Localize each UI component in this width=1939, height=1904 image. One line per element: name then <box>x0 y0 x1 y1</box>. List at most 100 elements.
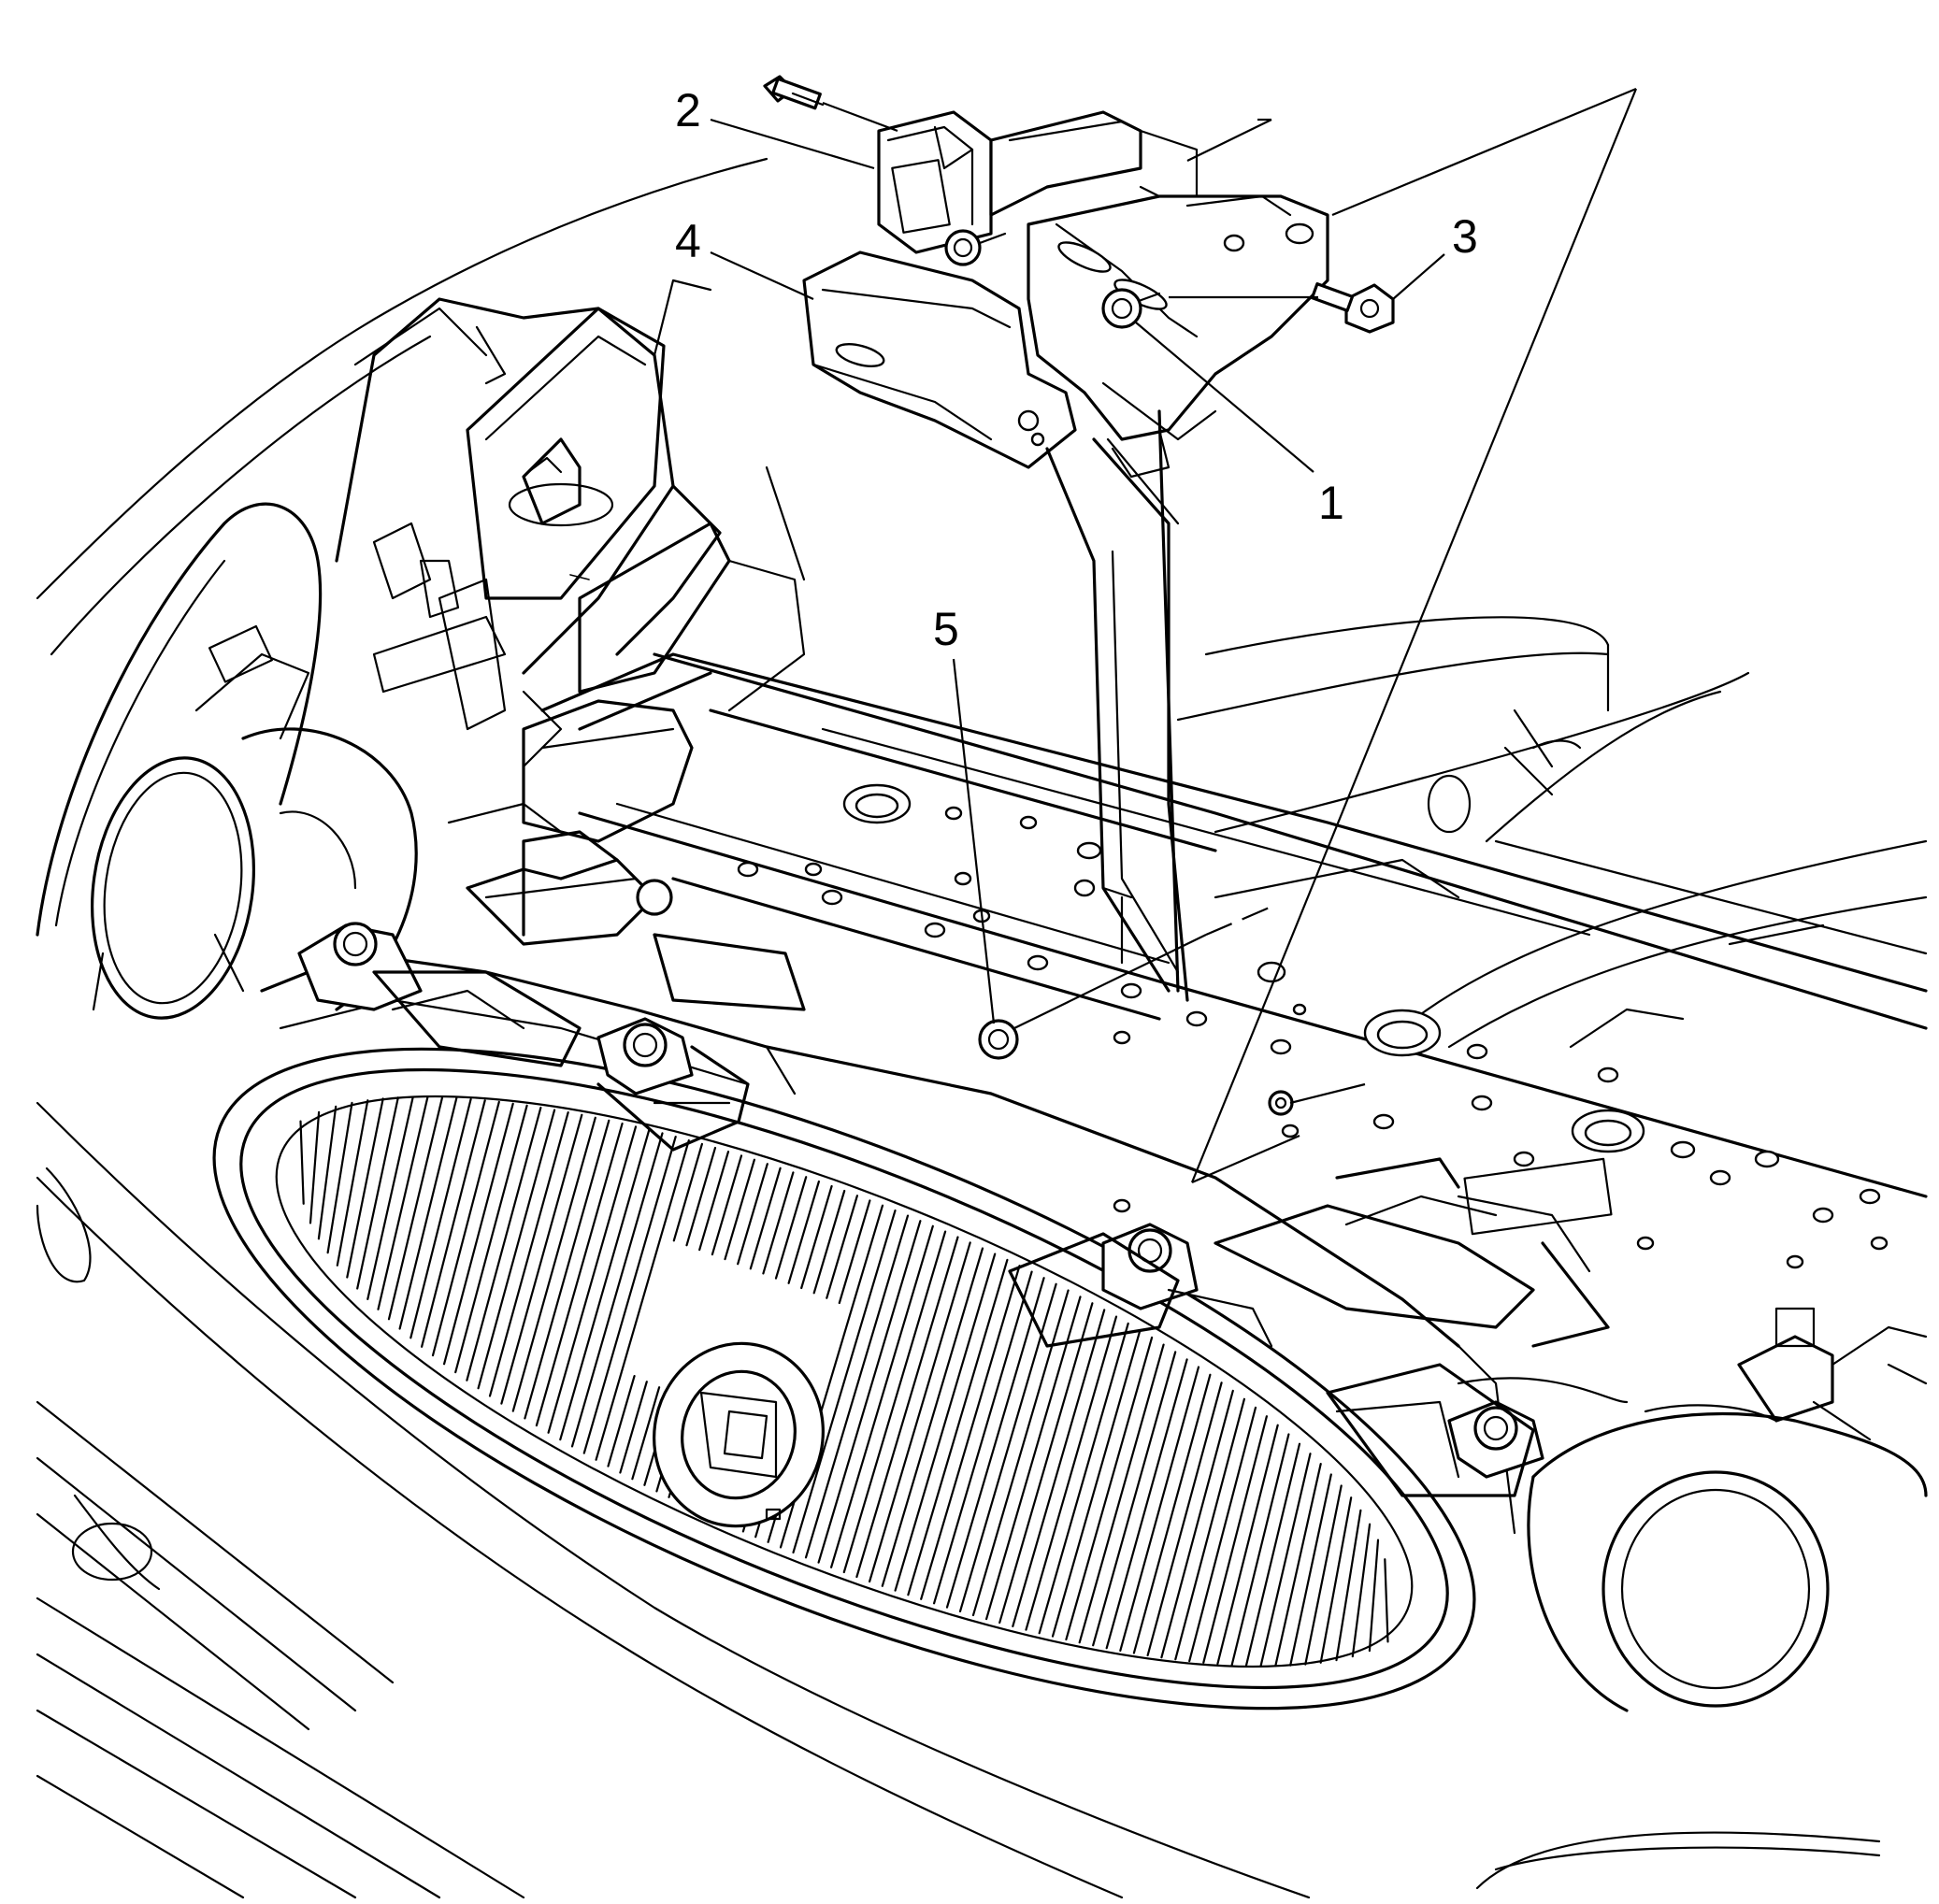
grille-vane <box>1146 1381 1223 1657</box>
grille-vane <box>559 1128 651 1441</box>
grille-vane <box>1174 1397 1245 1661</box>
nut-on-bracket <box>944 229 1007 266</box>
grille-vane <box>299 1120 305 1205</box>
bolt-2 <box>763 75 825 110</box>
grille-vane <box>1132 1373 1212 1654</box>
grille-vane <box>488 1111 569 1397</box>
left-upper-structure <box>335 279 806 768</box>
grille-vane <box>830 1224 934 1568</box>
guide-lines <box>822 101 1366 1105</box>
grille-vane <box>1105 1358 1188 1650</box>
grille-vane <box>792 1210 897 1553</box>
grille-vane <box>842 1230 947 1574</box>
grille-vane <box>326 1101 353 1254</box>
grille-vane <box>409 1097 472 1339</box>
callout-4: 4 <box>675 215 701 267</box>
grille-vane <box>454 1104 528 1374</box>
grille-vane <box>619 1146 717 1474</box>
grille-vane <box>1368 1539 1380 1653</box>
grille-vane <box>387 1096 444 1321</box>
radiator-support-tie-bar <box>540 651 1928 1348</box>
grille-vane <box>336 1099 369 1267</box>
bolt-3 <box>1310 282 1395 334</box>
nut-5 <box>978 1019 1019 1060</box>
callout-2: 2 <box>675 84 701 136</box>
grille-vane <box>1051 1329 1142 1638</box>
grille-vane <box>356 1096 399 1290</box>
grille-vane <box>582 1136 677 1454</box>
body-contours <box>36 157 1928 1899</box>
grille-vane <box>466 1106 542 1381</box>
grille-vane <box>1319 1496 1353 1664</box>
grille-vane <box>547 1125 638 1434</box>
grille-vane <box>958 1282 1057 1612</box>
grille-vane <box>1119 1366 1200 1652</box>
grille-vane <box>431 1100 500 1357</box>
grille-vane <box>998 1302 1094 1625</box>
grille-vane <box>894 1253 997 1592</box>
grille-vane <box>309 1110 321 1224</box>
grille-vane <box>945 1277 1045 1609</box>
grille-vane <box>511 1116 596 1412</box>
grille-vane <box>631 1151 730 1481</box>
grille-vane <box>1304 1484 1343 1666</box>
grille-vane <box>1351 1523 1372 1658</box>
grille-vane <box>881 1247 984 1587</box>
grille-vane <box>1160 1389 1234 1659</box>
grille-vane <box>570 1132 664 1448</box>
grille-vane <box>595 1138 690 1461</box>
grille-vane <box>933 1270 1033 1605</box>
right-headlamp <box>1527 1307 1928 1712</box>
grille-vane <box>1335 1509 1362 1662</box>
grille-vane <box>1216 1424 1279 1666</box>
nut-1 <box>1101 288 1161 329</box>
grille-vane <box>1188 1406 1257 1663</box>
callout-leaders <box>710 87 1638 1184</box>
grille-vane <box>500 1113 583 1405</box>
grille-vane <box>535 1122 624 1427</box>
left-lower-brackets <box>447 699 806 1011</box>
grille-vane <box>1065 1336 1154 1641</box>
grille-vane <box>907 1258 1009 1596</box>
grille-vane <box>421 1099 486 1348</box>
callout-1: 1 <box>1318 477 1344 529</box>
grille-vane <box>920 1265 1021 1600</box>
grille-vane <box>366 1095 414 1300</box>
grille-vane <box>1038 1322 1129 1635</box>
grille-vane <box>1092 1351 1177 1647</box>
callout-3: 3 <box>1452 210 1478 263</box>
grille-vane <box>443 1102 514 1366</box>
grille-vane <box>1244 1442 1301 1667</box>
grille-vane <box>377 1095 429 1310</box>
grille-vane <box>1202 1415 1268 1664</box>
callout-5: 5 <box>933 603 959 655</box>
grille-vane <box>524 1119 610 1420</box>
grille-vane <box>1230 1433 1290 1667</box>
grille-vane <box>869 1241 971 1583</box>
hood-latch-bracket-assembly <box>802 110 1329 1002</box>
grille-vane <box>398 1096 458 1330</box>
grille-vane <box>1289 1473 1332 1667</box>
left-headlamp <box>36 502 418 1020</box>
grille-vane <box>1384 1558 1389 1643</box>
grille-vane <box>1259 1453 1312 1668</box>
grille-mount-tabs <box>297 922 1544 1497</box>
grille-vane <box>985 1296 1082 1621</box>
grille-vane <box>855 1236 959 1579</box>
grille-vane <box>817 1220 922 1564</box>
grille-vane <box>317 1105 338 1240</box>
fasteners <box>763 75 1395 1116</box>
grille-vane <box>1078 1343 1165 1644</box>
grille-vane <box>1012 1309 1106 1627</box>
tie-bar-holes <box>737 783 1889 1269</box>
grille-vane <box>346 1097 384 1279</box>
grille-emblem <box>653 1341 825 1528</box>
grille-vane <box>1025 1315 1118 1631</box>
grille-vane <box>804 1214 910 1559</box>
grille-vane <box>1274 1463 1322 1668</box>
grille-vane <box>607 1142 703 1467</box>
grille-vane <box>477 1109 556 1390</box>
nut-tie-bar <box>1268 1090 1294 1116</box>
callout-labels: 2 4 3 1 5 <box>675 84 1478 655</box>
